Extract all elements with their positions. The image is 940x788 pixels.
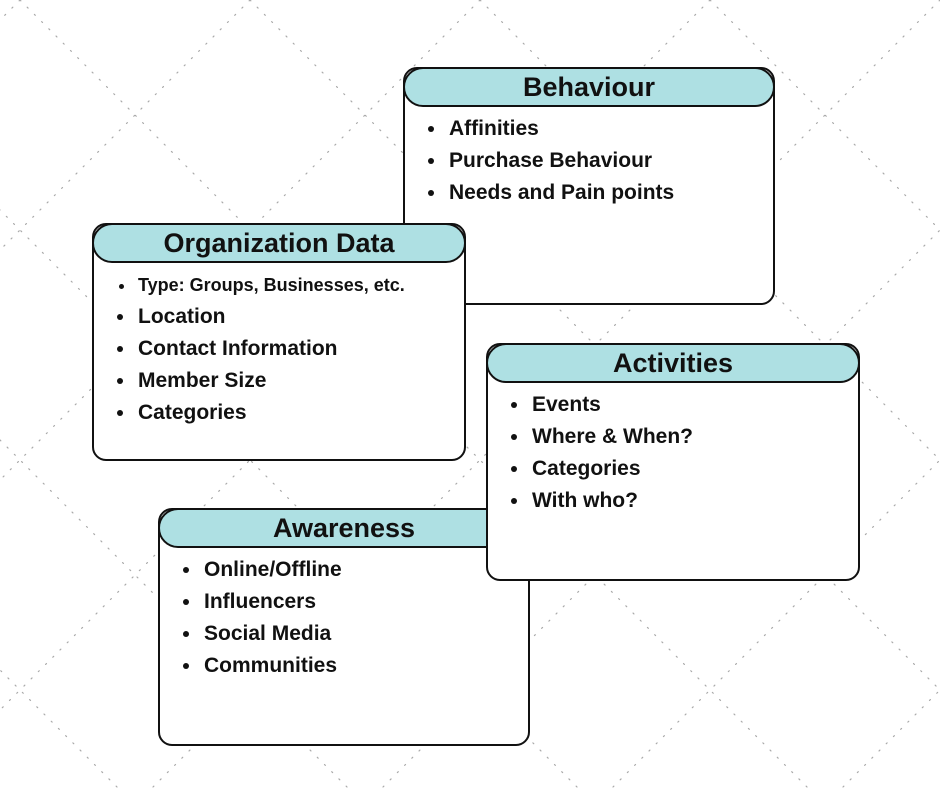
activities-list: Events Where & When? Categories With who… (488, 389, 693, 517)
list-item: Where & When? (530, 421, 693, 453)
list-item: Location (136, 301, 405, 333)
list-item: Contact Information (136, 333, 405, 365)
organization-title: Organization Data (92, 223, 466, 263)
activities-title: Activities (486, 343, 860, 383)
list-item: Online/Offline (202, 554, 342, 586)
list-item: Social Media (202, 618, 342, 650)
list-item: Influencers (202, 586, 342, 618)
list-item: Categories (530, 453, 693, 485)
behaviour-list: Affinities Purchase Behaviour Needs and … (405, 113, 674, 209)
awareness-card: Awareness Online/Offline Influencers Soc… (158, 508, 530, 746)
behaviour-title: Behaviour (403, 67, 775, 107)
awareness-title: Awareness (158, 508, 530, 548)
list-item: Communities (202, 650, 342, 682)
awareness-list: Online/Offline Influencers Social Media … (160, 554, 342, 682)
list-item: With who? (530, 485, 693, 517)
list-item: Events (530, 389, 693, 421)
list-item: Affinities (447, 113, 674, 145)
list-item: Member Size (136, 365, 405, 397)
list-item: Purchase Behaviour (447, 145, 674, 177)
list-item: Categories (136, 397, 405, 429)
organization-list: Type: Groups, Businesses, etc. Location … (94, 269, 405, 429)
activities-card: Activities Events Where & When? Categori… (486, 343, 860, 581)
organization-card: Organization Data Type: Groups, Business… (92, 223, 466, 461)
list-item: Needs and Pain points (447, 177, 674, 209)
dotted-line (0, 0, 21, 21)
list-item: Type: Groups, Businesses, etc. (136, 269, 405, 301)
